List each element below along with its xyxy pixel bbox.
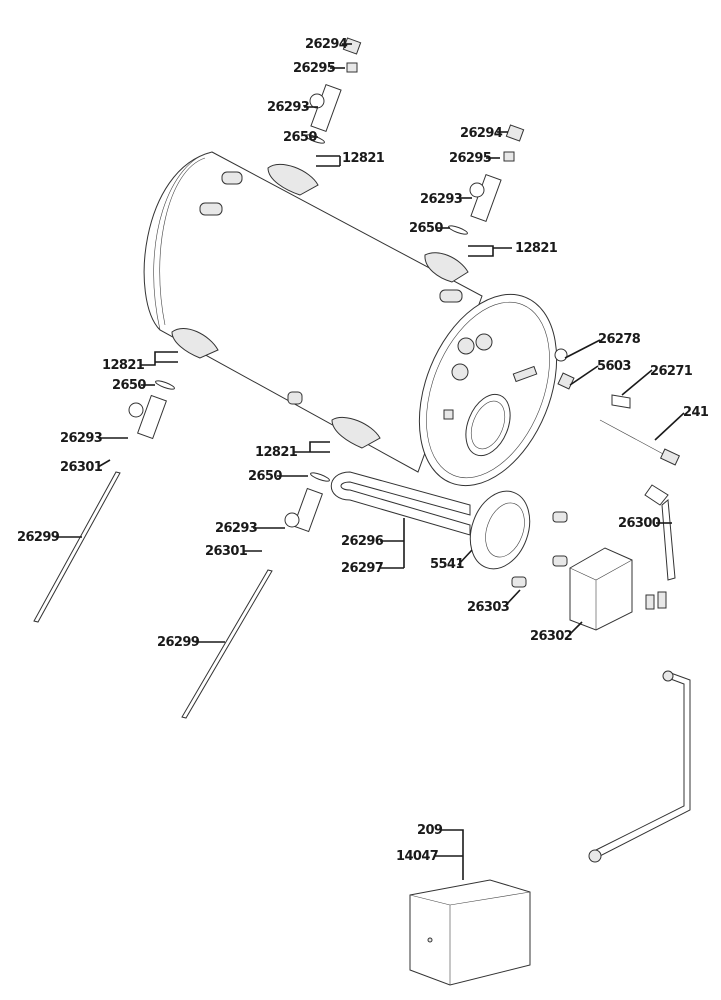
label-2650: 2650: [283, 130, 317, 145]
label-26303: 26303: [467, 600, 510, 615]
label-5541: 5541: [430, 557, 464, 572]
label-241: 241: [683, 405, 709, 420]
label-26300: 26300: [618, 516, 661, 531]
label-26293: 26293: [267, 100, 310, 115]
label-26295: 26295: [449, 151, 492, 166]
control-box: [569, 547, 667, 631]
label-14047: 14047: [396, 849, 439, 864]
label-26302: 26302: [530, 629, 572, 644]
label-12821: 12821: [102, 358, 145, 373]
pipe-and-box: [409, 670, 691, 986]
label-26295: 26295: [293, 61, 336, 76]
label-12821: 12821: [342, 151, 385, 166]
label-26299: 26299: [17, 530, 60, 545]
label-5603: 5603: [597, 359, 631, 374]
label-26271: 26271: [650, 364, 693, 379]
label-26293: 26293: [215, 521, 258, 536]
label-26293: 26293: [60, 431, 103, 446]
label-2650: 2650: [112, 378, 146, 393]
label-26296: 26296: [341, 534, 384, 549]
label-26299: 26299: [157, 635, 200, 650]
label-26294: 26294: [305, 37, 348, 52]
small-parts: [554, 348, 681, 581]
boiler-tank: [143, 151, 558, 487]
label-26278: 26278: [598, 332, 641, 347]
label-26301: 26301: [205, 544, 248, 559]
label-2650: 2650: [248, 469, 282, 484]
label-2650: 2650: [409, 221, 443, 236]
label-12821: 12821: [515, 241, 558, 256]
label-26301: 26301: [60, 460, 103, 475]
label-26293: 26293: [420, 192, 463, 207]
heating-element: [330, 471, 568, 588]
label-209: 209: [417, 823, 443, 838]
label-26294: 26294: [460, 126, 503, 141]
label-26297: 26297: [341, 561, 384, 576]
part-labels: 26294 26295 26293 2650 12821 26294 26295…: [17, 37, 709, 880]
label-12821: 12821: [255, 445, 298, 460]
